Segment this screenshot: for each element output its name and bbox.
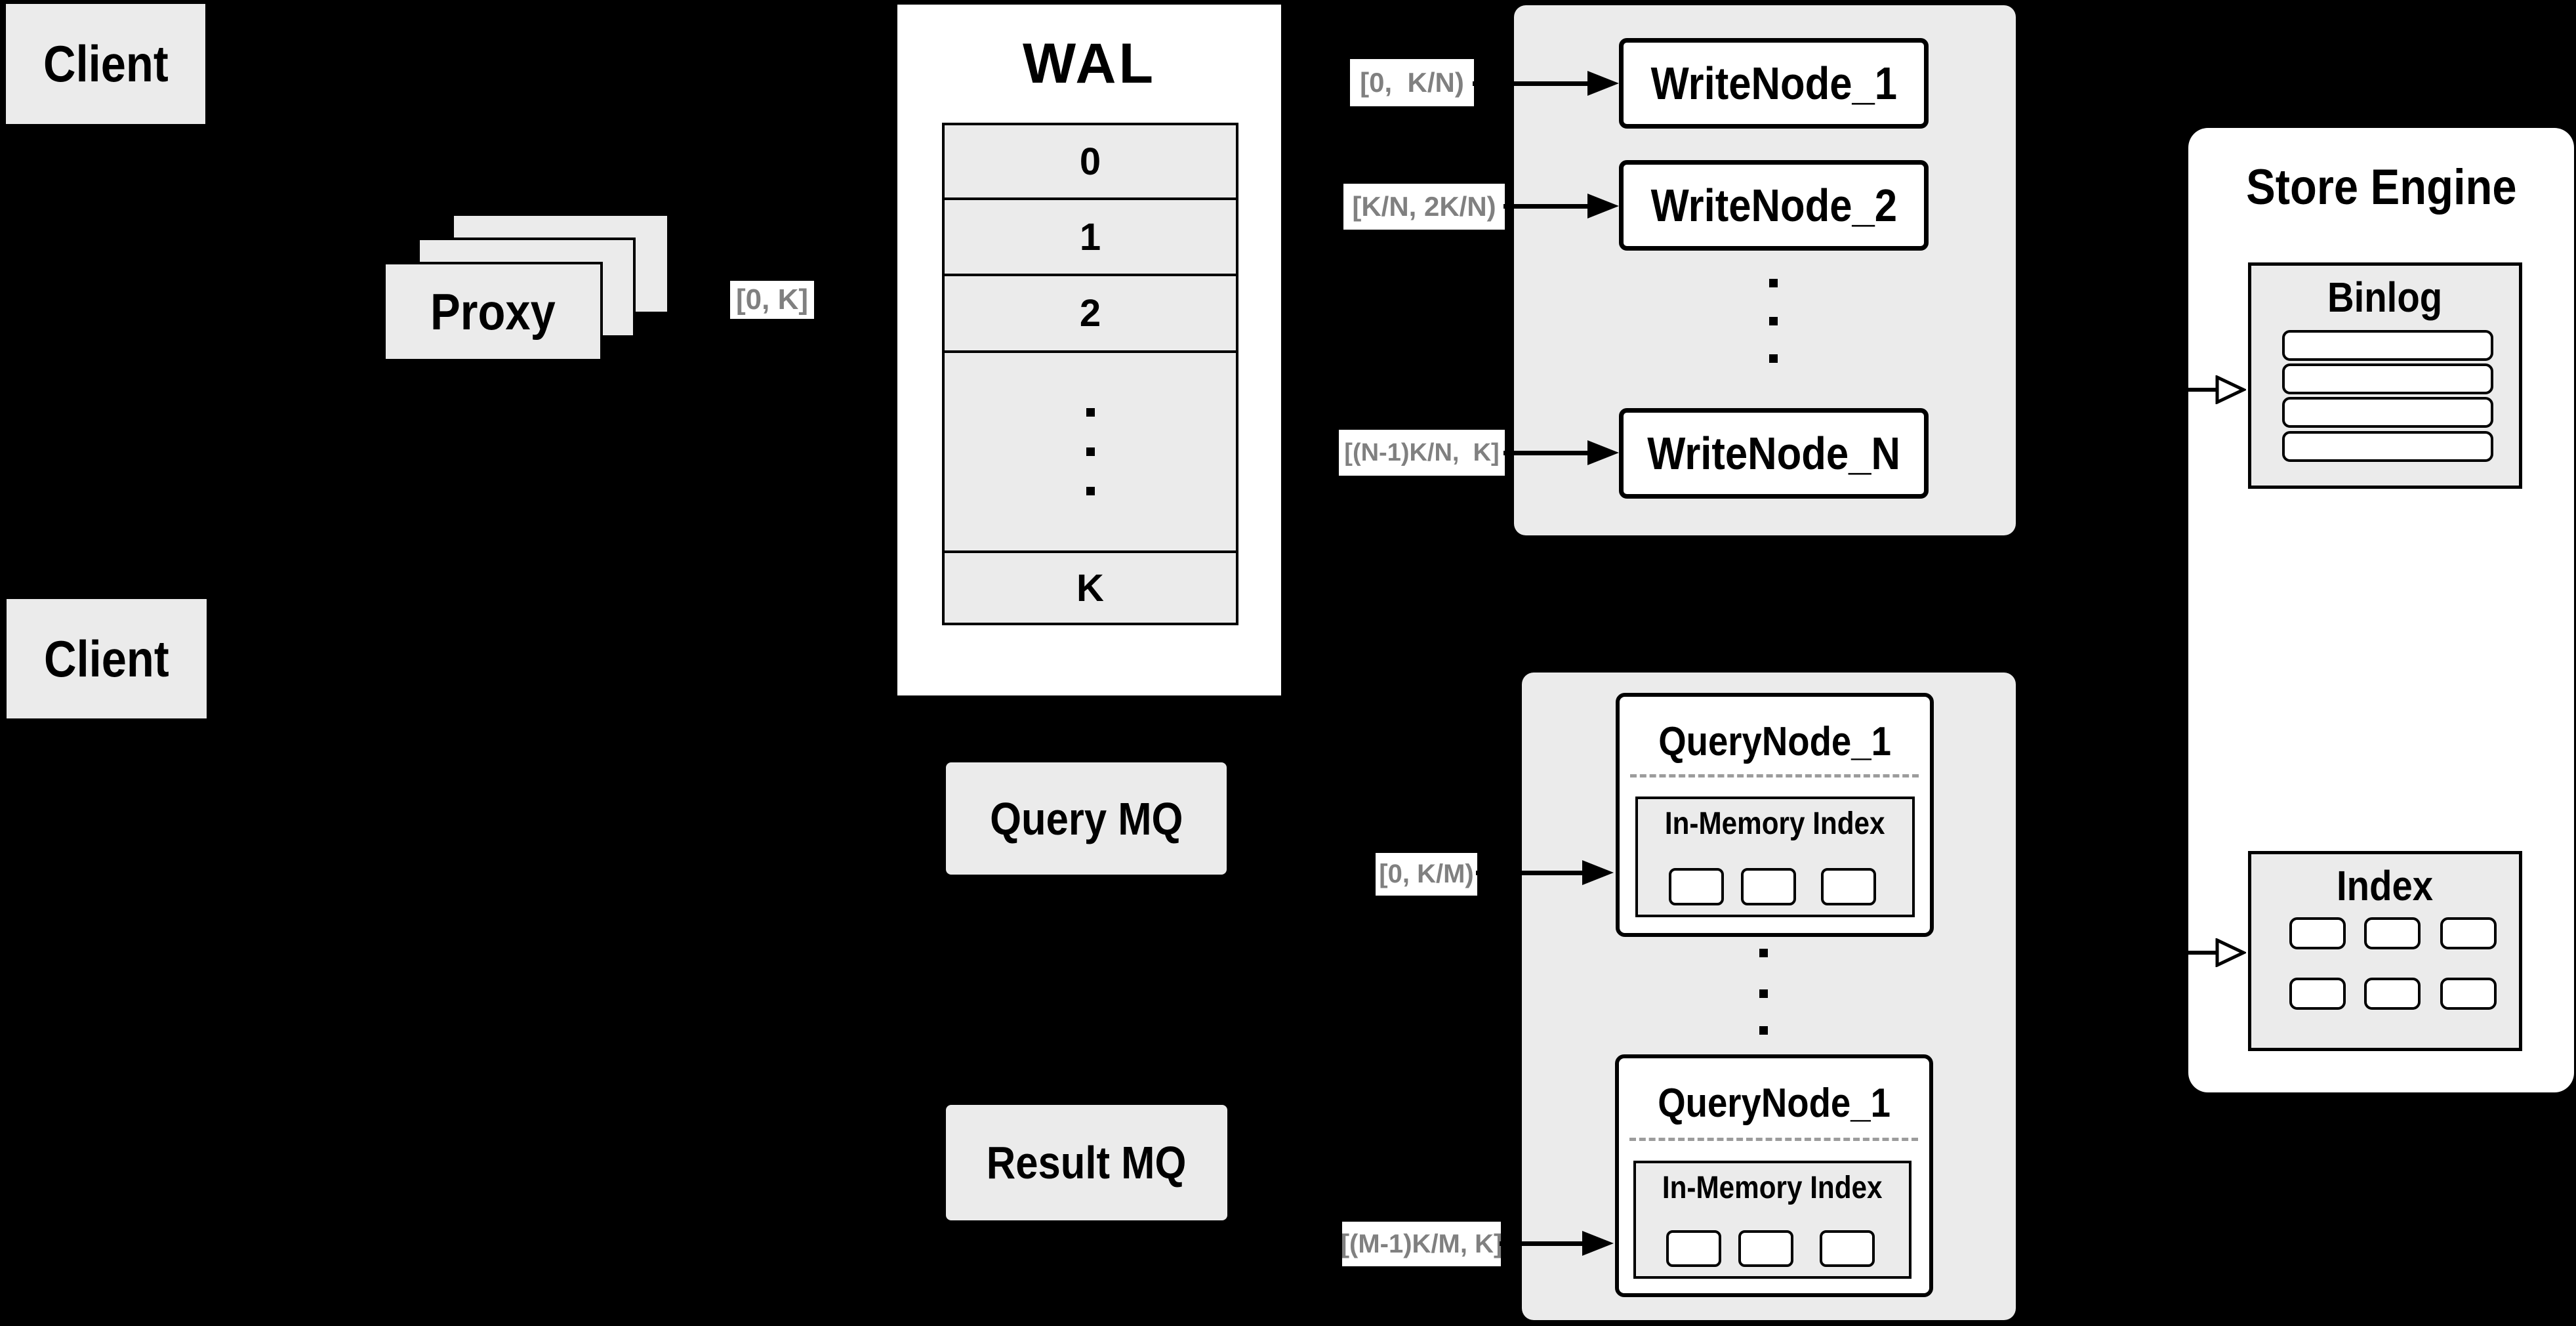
proxy-label: Proxy: [430, 282, 556, 341]
wal-row-1: 1: [945, 200, 1236, 276]
memory-segment: [1820, 1230, 1875, 1267]
memory-segment: [1669, 868, 1724, 905]
query-ellipsis-dot: [1759, 949, 1768, 957]
write-ellipsis-dot: [1769, 317, 1778, 325]
query-arrow-1-icon: [1582, 860, 1614, 885]
write-arrow-1-icon: [1587, 71, 1619, 96]
query-node-2-divider: [1629, 1138, 1918, 1141]
proxy-range-label: [0, K]: [730, 281, 814, 319]
in-memory-index-box-2: In-Memory Index: [1633, 1161, 1912, 1279]
index-cell: [2289, 978, 2346, 1010]
client-box-top: Client: [6, 4, 205, 124]
store-engine-panel: Store Engine Binlog Index: [2188, 128, 2574, 1092]
query-arrow-2-line: [1500, 1241, 1582, 1246]
memory-segment: [1741, 868, 1796, 905]
query-arrow-2-icon: [1582, 1231, 1614, 1256]
write-arrow-2-line: [1503, 204, 1587, 209]
index-cell: [2364, 917, 2421, 949]
result-mq-label: Result MQ: [987, 1137, 1187, 1188]
binlog-open-arrow-icon: [2187, 375, 2246, 404]
proxy-stack-front: Proxy: [383, 262, 603, 362]
memory-segment: [1738, 1230, 1793, 1267]
index-title: Index: [2337, 861, 2434, 909]
ellipsis-dot: [1086, 408, 1095, 417]
binlog-title: Binlog: [2327, 273, 2443, 321]
client-bottom-label: Client: [44, 629, 169, 688]
binlog-bar: [2282, 431, 2493, 462]
query-mq-box: Query MQ: [946, 762, 1227, 875]
write-ellipsis-dot: [1769, 354, 1778, 363]
ellipsis-dot: [1086, 447, 1095, 456]
write-range-label-1: [0, K/N): [1350, 59, 1474, 106]
in-memory-index-2-title-wrap: In-Memory Index: [1636, 1167, 1909, 1208]
query-node-1-divider: [1630, 774, 1919, 777]
write-node-1-label: WriteNode_1: [1650, 58, 1897, 109]
binlog-bar: [2282, 330, 2493, 361]
binlog-title-wrap: Binlog: [2251, 269, 2519, 325]
write-node-n-label: WriteNode_N: [1647, 428, 1900, 479]
write-range-label-3: [(N-1)K/N, K]: [1339, 430, 1505, 476]
binlog-bar: [2282, 363, 2493, 394]
write-node-2: WriteNode_2: [1619, 160, 1929, 251]
query-node-box-1: QueryNode_1 In-Memory Index: [1616, 693, 1934, 937]
query-range-label-2: [(M-1)K/M, K]: [1341, 1222, 1502, 1266]
query-arrow-1-line: [1476, 871, 1582, 875]
result-mq-box: Result MQ: [946, 1105, 1227, 1220]
query-ellipsis-dot: [1759, 989, 1768, 998]
write-arrow-3-line: [1503, 451, 1587, 455]
write-node-2-label: WriteNode_2: [1650, 180, 1897, 231]
query-node-1-title-wrap: QueryNode_1: [1620, 715, 1930, 768]
write-arrow-2-icon: [1587, 194, 1619, 218]
binlog-box: Binlog: [2248, 262, 2522, 489]
memory-segment: [1821, 868, 1876, 905]
index-title-wrap: Index: [2251, 858, 2519, 913]
query-mq-label: Query MQ: [989, 793, 1183, 844]
write-arrow-3-icon: [1587, 440, 1619, 465]
write-range-label-2: [K/N, 2K/N): [1343, 184, 1505, 230]
wal-table: 0 1 2 K: [942, 123, 1238, 625]
index-open-arrow-icon: [2187, 938, 2246, 967]
memory-segment: [1666, 1230, 1721, 1267]
binlog-bar: [2282, 397, 2493, 428]
in-memory-index-1-title: In-Memory Index: [1665, 806, 1885, 841]
query-node-2-title-wrap: QueryNode_1: [1619, 1077, 1929, 1129]
write-node-1: WriteNode_1: [1619, 38, 1929, 129]
index-cell: [2289, 917, 2346, 949]
wal-panel: WAL 0 1 2 K: [897, 5, 1281, 695]
store-engine-title-wrap: Store Engine: [2188, 148, 2574, 226]
index-cell: [2440, 978, 2497, 1010]
write-ellipsis-dot: [1769, 279, 1778, 287]
store-engine-title: Store Engine: [2245, 159, 2517, 215]
query-node-box-2: QueryNode_1 In-Memory Index: [1615, 1054, 1933, 1297]
write-node-n: WriteNode_N: [1619, 408, 1929, 499]
wal-ellipsis: [945, 353, 1236, 553]
query-range-label-1: [0, K/M): [1376, 853, 1477, 896]
wal-row-k: K: [1076, 566, 1104, 610]
query-node-1-label: QueryNode_1: [1658, 718, 1891, 764]
query-node-2-label: QueryNode_1: [1658, 1080, 1891, 1126]
wal-row-0: 0: [945, 125, 1236, 200]
index-cell: [2440, 917, 2497, 949]
in-memory-index-2-title: In-Memory Index: [1662, 1170, 1883, 1205]
index-cell: [2364, 978, 2421, 1010]
in-memory-index-box-1: In-Memory Index: [1635, 797, 1915, 917]
query-ellipsis-dot: [1759, 1026, 1768, 1035]
index-box: Index: [2248, 851, 2522, 1051]
ellipsis-dot: [1086, 487, 1095, 495]
client-top-label: Client: [43, 35, 169, 93]
wal-row-2: 2: [945, 276, 1236, 353]
write-arrow-1-line: [1473, 81, 1587, 86]
wal-title-wrap: WAL: [897, 5, 1281, 123]
in-memory-index-1-title-wrap: In-Memory Index: [1638, 803, 1912, 844]
wal-title: WAL: [1022, 31, 1156, 95]
client-box-bottom: Client: [7, 599, 207, 718]
